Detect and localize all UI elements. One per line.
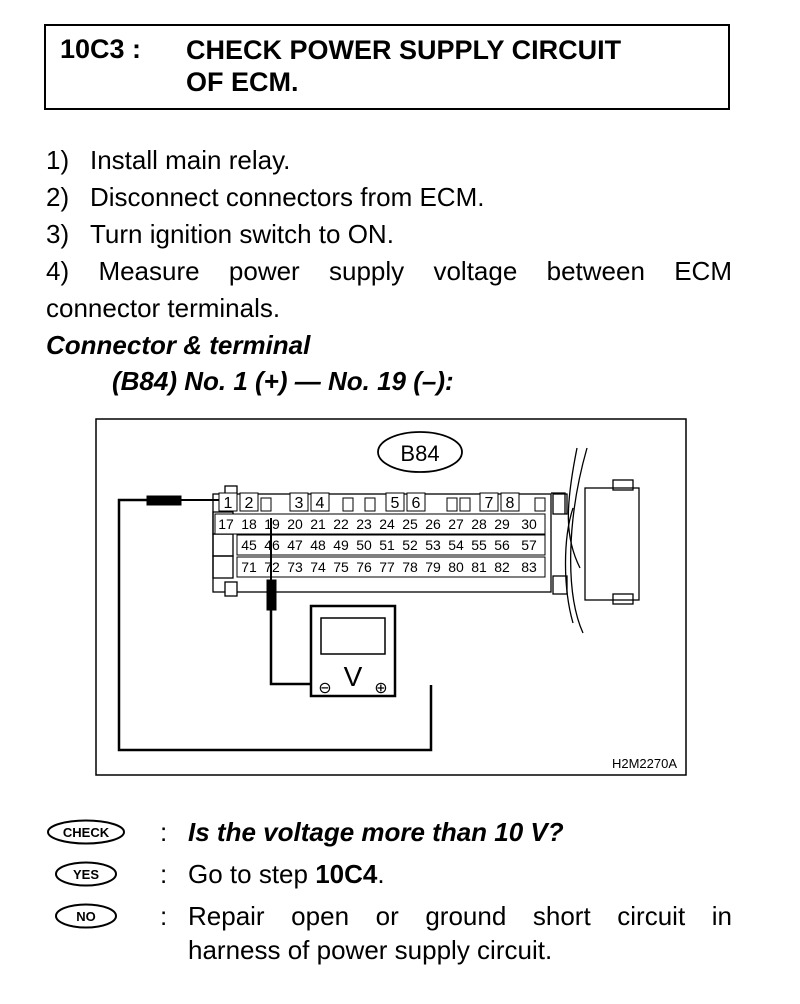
meter-neg: ⊖ bbox=[318, 678, 331, 697]
step-title-line2: OF ECM. bbox=[186, 67, 299, 97]
procedure-steps: 1)Install main relay. 2)Disconnect conne… bbox=[46, 142, 732, 327]
pin-1: 1 bbox=[224, 495, 233, 512]
svg-text:52: 52 bbox=[402, 537, 418, 553]
svg-text:21: 21 bbox=[310, 516, 326, 532]
voltmeter: V ⊖ ⊕ bbox=[309, 604, 397, 698]
svg-text:73: 73 bbox=[287, 559, 303, 575]
svg-text:22: 22 bbox=[333, 516, 349, 532]
svg-text:23: 23 bbox=[356, 516, 372, 532]
row3-pins: 45 46 47 48 49 50 51 52 53 54 55 56 57 bbox=[236, 534, 546, 556]
svg-text:71: 71 bbox=[241, 559, 257, 575]
yes-badge-icon: YES bbox=[55, 861, 117, 887]
row4-pins: 71 72 73 74 75 76 77 78 79 80 81 82 83 bbox=[236, 556, 546, 578]
check-row: CHECK : Is the voltage more than 10 V? bbox=[46, 815, 746, 849]
row1-pins: 1 2 3 4 5 6 7 8 bbox=[218, 492, 546, 512]
row2-pins: 17 18 19 20 21 22 23 24 25 26 27 28 29 30 bbox=[214, 513, 546, 535]
svg-text:80: 80 bbox=[448, 559, 464, 575]
pin-6: 6 bbox=[412, 495, 421, 512]
svg-text:55: 55 bbox=[471, 537, 487, 553]
svg-text:20: 20 bbox=[287, 516, 303, 532]
svg-text:17: 17 bbox=[218, 516, 234, 532]
step-title-line1: CHECK POWER SUPPLY CIRCUIT bbox=[186, 35, 622, 65]
svg-text:49: 49 bbox=[333, 537, 349, 553]
yes-answer: Go to step 10C4. bbox=[188, 859, 385, 889]
svg-text:81: 81 bbox=[471, 559, 487, 575]
wiring-diagram: B84 1 2 3 4 5 6 7 8 17 bbox=[95, 418, 687, 776]
pin-7: 7 bbox=[485, 495, 494, 512]
svg-text:30: 30 bbox=[521, 516, 537, 532]
svg-text:46: 46 bbox=[264, 537, 280, 553]
svg-text:78: 78 bbox=[402, 559, 418, 575]
svg-text:76: 76 bbox=[356, 559, 372, 575]
connector-heading: Connector & terminal bbox=[46, 330, 311, 360]
step-4: 4) Measure power supply voltage between … bbox=[46, 256, 732, 286]
step-title: CHECK POWER SUPPLY CIRCUIT OF ECM. bbox=[186, 34, 706, 98]
step-2: 2)Disconnect connectors from ECM. bbox=[46, 182, 485, 212]
step-header-box: 10C3 : CHECK POWER SUPPLY CIRCUIT OF ECM… bbox=[44, 24, 730, 110]
connector-spec: (B84) No. 1 (+) — No. 19 (–): bbox=[112, 366, 454, 396]
svg-text:24: 24 bbox=[379, 516, 395, 532]
pin-8: 8 bbox=[506, 495, 515, 512]
svg-text:54: 54 bbox=[448, 537, 464, 553]
svg-text:29: 29 bbox=[494, 516, 510, 532]
no-badge-icon: NO bbox=[55, 903, 117, 929]
svg-text:72: 72 bbox=[264, 559, 280, 575]
svg-text:NO: NO bbox=[76, 909, 96, 924]
svg-text:47: 47 bbox=[287, 537, 303, 553]
svg-text:75: 75 bbox=[333, 559, 349, 575]
svg-text:27: 27 bbox=[448, 516, 464, 532]
svg-text:77: 77 bbox=[379, 559, 395, 575]
step-1: 1)Install main relay. bbox=[46, 145, 291, 175]
svg-text:26: 26 bbox=[425, 516, 441, 532]
svg-text:82: 82 bbox=[494, 559, 510, 575]
step-4-cont: connector terminals. bbox=[46, 293, 281, 323]
probe-positive bbox=[117, 495, 433, 752]
diagram-frame bbox=[95, 418, 687, 776]
svg-text:28: 28 bbox=[471, 516, 487, 532]
svg-text:48: 48 bbox=[310, 537, 326, 553]
svg-text:74: 74 bbox=[310, 559, 326, 575]
check-badge-icon: CHECK bbox=[47, 819, 125, 845]
svg-text:CHECK: CHECK bbox=[63, 825, 110, 840]
figure-code: H2M2270A bbox=[612, 756, 677, 771]
pin-4: 4 bbox=[316, 495, 325, 512]
connector-label: B84 bbox=[400, 441, 439, 466]
probe-negative bbox=[266, 518, 317, 686]
svg-text:45: 45 bbox=[241, 537, 257, 553]
svg-text:57: 57 bbox=[521, 537, 537, 553]
meter-symbol: V bbox=[344, 661, 363, 692]
pin-2: 2 bbox=[245, 495, 254, 512]
svg-text:56: 56 bbox=[494, 537, 510, 553]
no-row: NO : Repair open or ground short circuit… bbox=[46, 899, 746, 969]
pin-5: 5 bbox=[391, 495, 400, 512]
svg-text:18: 18 bbox=[241, 516, 257, 532]
svg-text:53: 53 bbox=[425, 537, 441, 553]
svg-text:25: 25 bbox=[402, 516, 418, 532]
svg-text:51: 51 bbox=[379, 537, 395, 553]
svg-text:19: 19 bbox=[264, 516, 280, 532]
pin-3: 3 bbox=[295, 495, 304, 512]
svg-text:50: 50 bbox=[356, 537, 372, 553]
connector-label-ellipse bbox=[377, 431, 463, 473]
no-answer: Repair open or ground short circuit in h… bbox=[188, 901, 732, 965]
svg-text:83: 83 bbox=[521, 559, 537, 575]
meter-pos: ⊕ bbox=[374, 678, 387, 697]
check-question: Is the voltage more than 10 V? bbox=[188, 817, 564, 847]
svg-text:79: 79 bbox=[425, 559, 441, 575]
step-3: 3)Turn ignition switch to ON. bbox=[46, 219, 394, 249]
svg-text:YES: YES bbox=[73, 867, 99, 882]
yes-row: YES : Go to step 10C4. bbox=[46, 857, 746, 891]
step-id: 10C3 : bbox=[60, 34, 142, 64]
